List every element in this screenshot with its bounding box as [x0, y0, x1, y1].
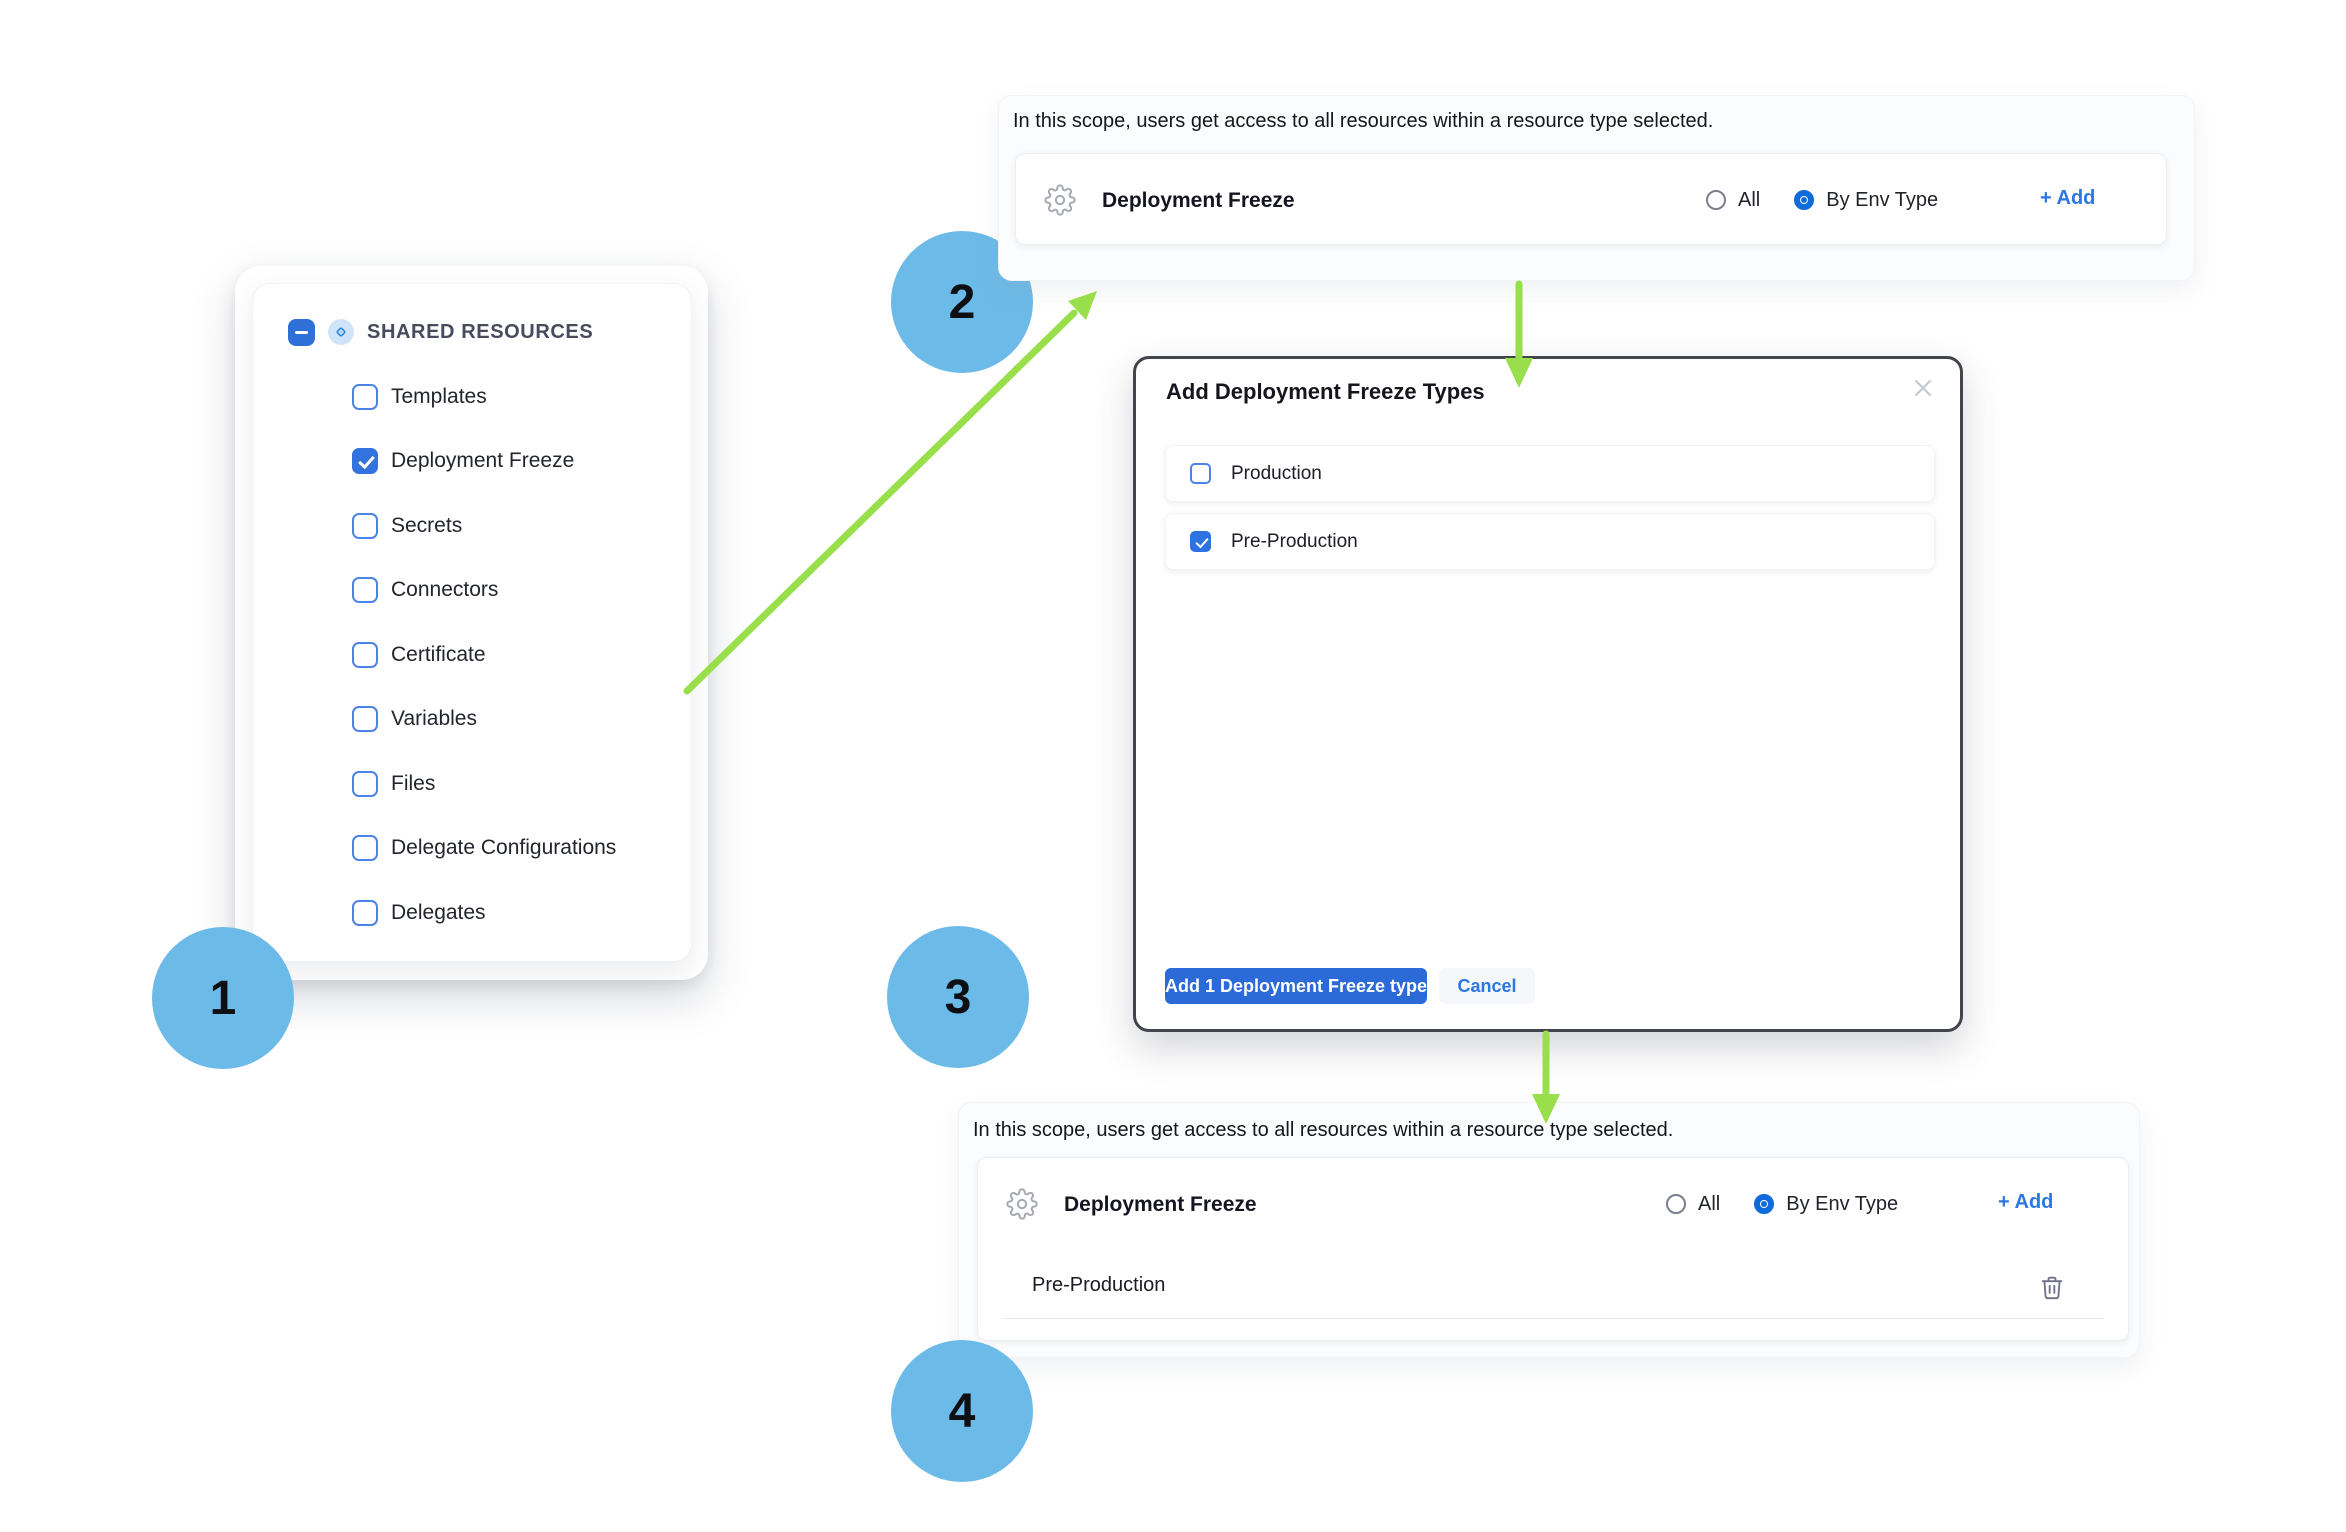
shared-resources-title: SHARED RESOURCES — [367, 320, 594, 343]
option-all: All — [1666, 1193, 1720, 1216]
arrow-top-panel-to-modal — [1505, 280, 1533, 388]
delegate-configurations-checkbox[interactable] — [352, 835, 378, 861]
close-icon[interactable] — [1908, 373, 1938, 403]
sidebar-item-variables: Variables — [352, 702, 477, 736]
option-by-env-type: By Env Type — [1754, 1193, 1898, 1216]
selected-env-type-label: Pre-Production — [1032, 1274, 1166, 1296]
add-deployment-freeze-types-modal: Add Deployment Freeze Types Production P… — [1133, 356, 1963, 1032]
pre-production-checkbox[interactable] — [1190, 531, 1211, 552]
by-env-type-radio[interactable] — [1794, 190, 1815, 210]
resource-type-name: Deployment Freeze — [1102, 189, 1295, 212]
step-number: 4 — [948, 1384, 976, 1438]
resource-type-row: Deployment Freeze All By Env Type + Add — [978, 1158, 2128, 1250]
gear-icon — [1006, 1188, 1038, 1220]
collapse-minus-checkbox[interactable] — [288, 318, 315, 346]
deployment-freeze-checkbox[interactable] — [352, 448, 378, 474]
freeze-type-option-production: Production — [1165, 445, 1935, 502]
sidebar-item-secrets: Secrets — [352, 509, 462, 543]
step-badge-4: 4 — [891, 1340, 1033, 1482]
sidebar-item-deployment-freeze: Deployment Freeze — [352, 444, 574, 478]
sidebar-item-delegates: Delegates — [352, 896, 486, 930]
templates-checkbox[interactable] — [352, 384, 378, 410]
option-all: All — [1706, 189, 1760, 212]
arrow-sidebar-to-top-panel — [683, 291, 1097, 695]
sidebar-item-files: Files — [352, 767, 435, 801]
diamond-grid-icon — [328, 319, 354, 345]
shared-resources-header: SHARED RESOURCES — [288, 317, 593, 347]
step-number: 1 — [209, 971, 237, 1025]
scope-description: In this scope, users get access to all r… — [1013, 110, 1714, 132]
all-radio[interactable] — [1706, 190, 1726, 210]
row-divider — [1002, 1318, 2104, 1319]
step-number: 3 — [944, 970, 972, 1024]
resource-type-name: Deployment Freeze — [1064, 1193, 1257, 1216]
sidebar-item-templates: Templates — [352, 380, 487, 414]
secrets-checkbox[interactable] — [352, 513, 378, 539]
scope-options: All By Env Type — [1666, 1158, 1898, 1250]
resource-type-row: Deployment Freeze All By Env Type + Add — [1016, 154, 2166, 246]
modal-title: Add Deployment Freeze Types — [1166, 379, 1485, 404]
add-freeze-type-button[interactable]: Add 1 Deployment Freeze type — [1165, 968, 1427, 1004]
cancel-button[interactable]: Cancel — [1439, 968, 1535, 1004]
option-by-env-type: By Env Type — [1794, 189, 1938, 212]
trash-icon[interactable] — [2036, 1270, 2068, 1304]
scope-description: In this scope, users get access to all r… — [973, 1119, 1674, 1141]
by-env-type-radio[interactable] — [1754, 1194, 1775, 1214]
connectors-checkbox[interactable] — [352, 577, 378, 603]
sidebar-item-delegate-configurations: Delegate Configurations — [352, 831, 616, 865]
variables-checkbox[interactable] — [352, 706, 378, 732]
production-checkbox[interactable] — [1190, 463, 1211, 484]
resource-scope-panel-bottom: In this scope, users get access to all r… — [958, 1102, 2140, 1358]
files-checkbox[interactable] — [352, 771, 378, 797]
scope-options: All By Env Type — [1706, 154, 1938, 246]
certificate-checkbox[interactable] — [352, 642, 378, 668]
sidebar-item-connectors: Connectors — [352, 573, 498, 607]
resource-type-card: Deployment Freeze All By Env Type + Add — [1015, 153, 2167, 245]
resource-scope-panel-top: In this scope, users get access to all r… — [998, 95, 2195, 281]
step-badge-1: 1 — [152, 927, 294, 1069]
all-radio[interactable] — [1666, 1194, 1686, 1214]
sidebar-item-certificate: Certificate — [352, 638, 486, 672]
resource-type-card: Deployment Freeze All By Env Type + Add … — [977, 1157, 2129, 1341]
gear-icon — [1044, 184, 1076, 216]
selected-env-type-row: Pre-Production — [978, 1256, 2128, 1318]
add-link[interactable]: + Add — [2040, 187, 2096, 209]
step-number: 2 — [948, 275, 976, 329]
arrow-modal-to-bottom-panel — [1532, 1030, 1560, 1124]
add-link[interactable]: + Add — [1998, 1191, 2054, 1213]
shared-resources-card — [252, 283, 692, 962]
freeze-type-option-pre-production: Pre-Production — [1165, 513, 1935, 570]
step-badge-3: 3 — [887, 926, 1029, 1068]
delegates-checkbox[interactable] — [352, 900, 378, 926]
